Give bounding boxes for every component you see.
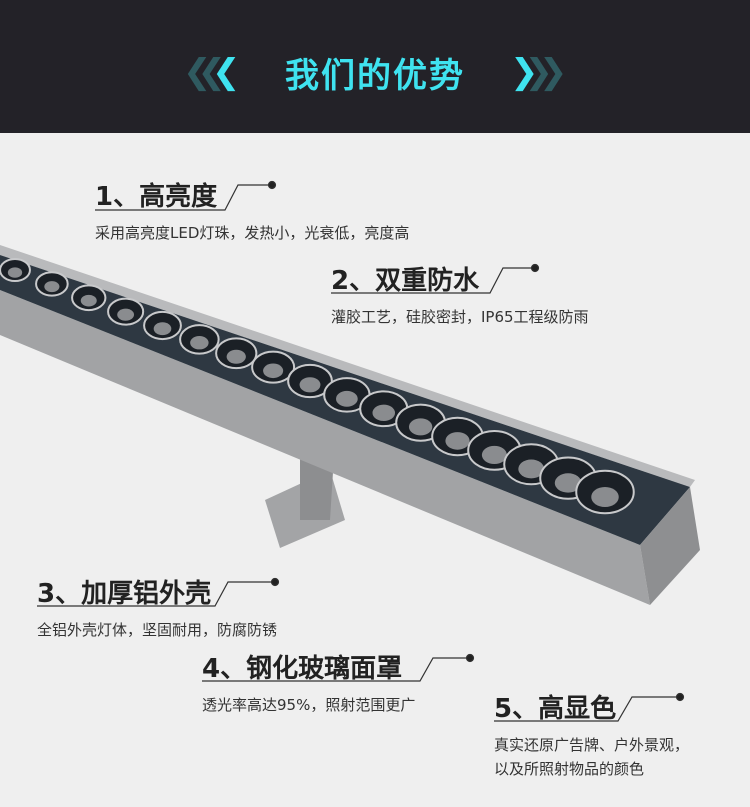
led-chip <box>263 363 284 379</box>
leader-dot <box>530 263 540 273</box>
feature-desc: 真实还原广告牌、户外景观， 以及所照射物品的颜色 <box>494 733 689 781</box>
feature-title: 3、加厚铝外壳 <box>37 579 212 609</box>
feature-1: 1、高亮度 采用高亮度LED灯珠，发热小，光衰低，亮度高 <box>95 176 409 245</box>
led-chip <box>591 487 619 507</box>
leader-dot <box>675 692 685 702</box>
led-chip <box>554 473 582 493</box>
led-chip <box>190 336 209 350</box>
led-chip <box>7 267 23 278</box>
end-cap <box>640 487 700 605</box>
feature-5: 5、高显色 真实还原广告牌、户外景观， 以及所照射物品的颜色 <box>494 688 689 781</box>
led-chip <box>44 281 60 293</box>
led-chip <box>481 445 507 465</box>
led-chip <box>518 459 545 479</box>
led-chip <box>153 322 172 336</box>
feature-desc-line: 真实还原广告牌、户外景观， <box>494 736 690 754</box>
feature-desc: 透光率高达95%，照射范围更广 <box>202 696 416 714</box>
feature-desc: 采用高亮度LED灯珠，发热小，光衰低，亮度高 <box>95 224 410 242</box>
led-chip <box>445 432 470 450</box>
leader-dot <box>270 577 280 587</box>
led-chip <box>117 308 135 321</box>
feature-desc-line: 以及所照射物品的颜色 <box>494 760 645 778</box>
feature-desc: 灌胶工艺，硅胶密封，IP65工程级防雨 <box>331 308 589 326</box>
feature-2: 2、双重防水 灌胶工艺，硅胶密封，IP65工程级防雨 <box>331 260 589 329</box>
feature-title: 4、钢化玻璃面罩 <box>202 654 403 684</box>
led-chip <box>408 418 433 436</box>
feature-3: 3、加厚铝外壳 全铝外壳灯体，坚固耐用，防腐防锈 <box>37 573 277 642</box>
page-title: 我们的优势 <box>285 56 465 96</box>
feature-title: 2、双重防水 <box>331 266 480 296</box>
leader-dot <box>465 653 475 663</box>
feature-4: 4、钢化玻璃面罩 透光率高达95%，照射范围更广 <box>202 648 415 717</box>
feature-desc: 全铝外壳灯体，坚固耐用，防腐防锈 <box>37 621 278 639</box>
led-chip <box>226 349 246 364</box>
led-chip <box>80 294 97 307</box>
lamp-body-side <box>0 290 650 605</box>
led-chip <box>299 377 321 393</box>
feature-title: 1、高亮度 <box>95 182 218 212</box>
feature-title: 5、高显色 <box>494 694 617 724</box>
header-banner: ❮❮❮ 我们的优势 ❯❯❯ <box>0 0 750 133</box>
led-chip <box>336 390 358 407</box>
leader-dot <box>267 180 277 190</box>
led-chip <box>372 404 396 422</box>
